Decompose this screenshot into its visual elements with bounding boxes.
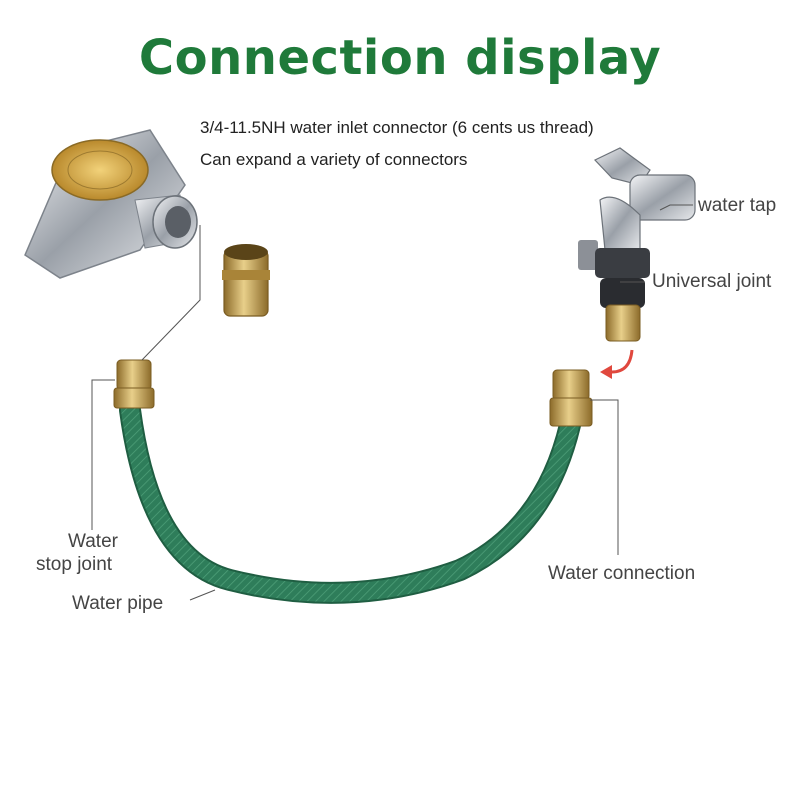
universal-joint-illustration — [595, 248, 650, 342]
page-title: Connection display — [138, 30, 662, 86]
water-stop-joint-label-line1: Water — [68, 531, 118, 552]
inlet-connector-note: 3/4-11.5NH water inlet connector (6 cent… — [200, 118, 594, 137]
water-connection-label: Water connection — [548, 563, 696, 584]
universal-joint-label: Universal joint — [652, 271, 772, 292]
water-tap-label: water tap — [698, 195, 777, 216]
arrow-head-icon — [600, 365, 612, 379]
water-stop-joint-label: Water — [48, 530, 138, 553]
water-connection-fitting — [549, 369, 593, 427]
brass-connector-illustration — [222, 244, 270, 317]
water-stop-joint-fitting — [113, 359, 155, 409]
water-tap-illustration — [578, 147, 696, 270]
water-pipe-label: Water pipe — [72, 593, 164, 614]
sprinkler-illustration — [24, 129, 198, 279]
water-stop-joint-label-line2: stop joint — [36, 554, 113, 575]
expand-connectors-note: Can expand a variety of connectors — [200, 150, 468, 169]
connection-arrow-icon — [611, 349, 634, 374]
leader-lines — [91, 204, 693, 601]
